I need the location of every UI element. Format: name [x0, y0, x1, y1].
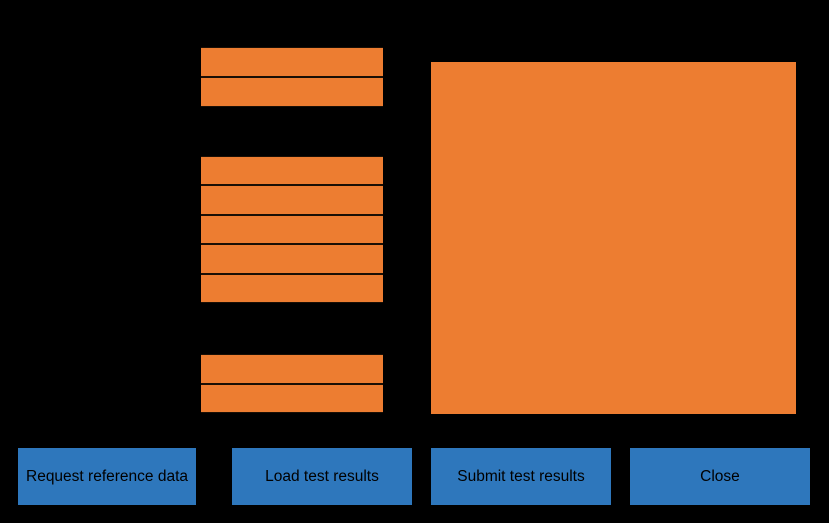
field-group-middle — [201, 156, 383, 303]
field-row[interactable] — [201, 383, 383, 413]
request-reference-data-button[interactable]: Request reference data — [18, 448, 196, 505]
content-panel[interactable] — [431, 62, 796, 414]
field-row[interactable] — [201, 354, 383, 384]
load-test-results-button[interactable]: Load test results — [232, 448, 412, 505]
field-row[interactable] — [201, 244, 383, 274]
button-bar: Request reference data Load test results… — [0, 448, 829, 505]
submit-test-results-button[interactable]: Submit test results — [431, 448, 611, 505]
field-row[interactable] — [201, 273, 383, 303]
field-row[interactable] — [201, 185, 383, 215]
field-row[interactable] — [201, 47, 383, 77]
field-group-bottom — [201, 354, 383, 413]
field-row[interactable] — [201, 156, 383, 186]
field-row[interactable] — [201, 77, 383, 107]
field-group-top — [201, 47, 383, 107]
field-row[interactable] — [201, 214, 383, 245]
close-button[interactable]: Close — [630, 448, 810, 505]
